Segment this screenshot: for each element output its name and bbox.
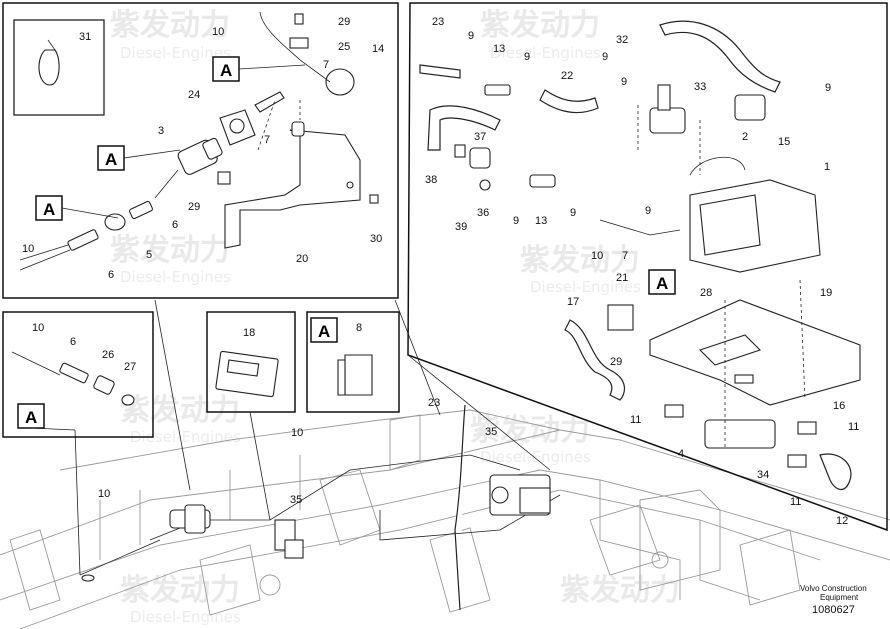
svg-text:16: 16 <box>833 400 845 412</box>
svg-text:29: 29 <box>610 356 622 368</box>
svg-text:9: 9 <box>468 30 474 42</box>
svg-text:11: 11 <box>848 421 859 433</box>
svg-text:10: 10 <box>22 243 34 255</box>
svg-text:A: A <box>318 322 330 341</box>
svg-text:36: 36 <box>477 207 489 219</box>
svg-text:紫发动力: 紫发动力 <box>110 233 230 268</box>
installed-assembly <box>74 404 561 611</box>
svg-text:9: 9 <box>621 76 627 88</box>
svg-text:23: 23 <box>428 397 440 409</box>
svg-text:29: 29 <box>338 16 350 28</box>
svg-text:38: 38 <box>425 174 437 186</box>
svg-text:21: 21 <box>616 272 628 284</box>
svg-text:28: 28 <box>700 287 712 299</box>
svg-text:7: 7 <box>622 250 628 262</box>
svg-text:13: 13 <box>493 43 505 55</box>
svg-text:Diesel-Engines: Diesel-Engines <box>530 278 641 296</box>
svg-text:7: 7 <box>264 134 270 146</box>
labels-top-left: 31 10 29 25 7 14 24 3 7 A A A 29 6 10 6 … <box>22 16 384 281</box>
svg-text:紫发动力: 紫发动力 <box>120 573 240 608</box>
footer: Volvo Construction Equipment 1080627 <box>800 584 867 616</box>
svg-text:A: A <box>43 200 55 219</box>
svg-text:Diesel-Engines: Diesel-Engines <box>120 44 231 62</box>
svg-text:9: 9 <box>513 215 519 227</box>
svg-text:8: 8 <box>356 322 362 334</box>
svg-text:11: 11 <box>630 414 641 426</box>
svg-text:7: 7 <box>323 59 329 71</box>
svg-text:1: 1 <box>824 161 830 173</box>
svg-text:A: A <box>656 274 668 293</box>
svg-text:6: 6 <box>172 219 178 231</box>
svg-text:4: 4 <box>678 448 684 460</box>
watermark: 紫发动力 Diesel-Engines 紫发动力 Diesel-Engines … <box>110 8 680 626</box>
svg-text:Volvo Construction: Volvo Construction <box>800 584 867 593</box>
svg-text:10: 10 <box>212 26 224 38</box>
svg-text:10: 10 <box>591 250 603 262</box>
svg-text:34: 34 <box>757 469 769 481</box>
panel-top-left <box>2 2 399 299</box>
panel-right <box>407 2 888 532</box>
svg-text:A: A <box>105 150 117 169</box>
svg-text:29: 29 <box>188 201 200 213</box>
svg-text:23: 23 <box>432 16 444 28</box>
svg-text:Diesel-Engines: Diesel-Engines <box>480 448 591 466</box>
svg-text:19: 19 <box>820 287 832 299</box>
svg-text:9: 9 <box>825 82 831 94</box>
svg-text:30: 30 <box>370 233 382 245</box>
svg-text:12: 12 <box>836 515 848 527</box>
svg-text:13: 13 <box>535 215 547 227</box>
svg-text:31: 31 <box>79 31 91 43</box>
svg-text:Diesel-Engines: Diesel-Engines <box>120 268 231 286</box>
svg-text:紫发动力: 紫发动力 <box>470 413 590 448</box>
svg-text:24: 24 <box>188 89 200 101</box>
svg-text:紫发动力: 紫发动力 <box>120 393 240 428</box>
machine-frame <box>0 409 890 629</box>
svg-text:紫发动力: 紫发动力 <box>560 573 680 608</box>
labels-bottom: 23 10 35 10 35 <box>98 397 497 506</box>
svg-text:35: 35 <box>485 426 497 438</box>
svg-text:27: 27 <box>124 361 136 373</box>
panel-middle-left <box>2 299 441 521</box>
svg-text:14: 14 <box>372 43 384 55</box>
svg-text:32: 32 <box>616 34 628 46</box>
svg-text:Diesel-Engines: Diesel-Engines <box>490 44 601 62</box>
svg-text:22: 22 <box>561 70 573 82</box>
svg-text:6: 6 <box>70 336 76 348</box>
svg-text:6: 6 <box>108 269 114 281</box>
svg-text:9: 9 <box>602 51 608 63</box>
svg-text:37: 37 <box>474 131 486 143</box>
svg-text:20: 20 <box>296 253 308 265</box>
svg-text:18: 18 <box>243 327 255 339</box>
svg-text:紫发动力: 紫发动力 <box>480 8 600 43</box>
svg-text:39: 39 <box>455 221 467 233</box>
svg-text:26: 26 <box>102 349 114 361</box>
svg-text:9: 9 <box>570 207 576 219</box>
svg-text:35: 35 <box>290 494 302 506</box>
svg-text:10: 10 <box>291 427 303 439</box>
svg-text:9: 9 <box>645 205 651 217</box>
labels-right: 23 9 13 9 32 9 22 9 33 9 2 15 37 38 36 3… <box>425 16 859 527</box>
svg-text:Equipment: Equipment <box>820 593 859 602</box>
svg-text:1080627: 1080627 <box>812 604 855 616</box>
svg-text:5: 5 <box>146 249 152 261</box>
svg-text:3: 3 <box>158 125 164 137</box>
svg-text:紫发动力: 紫发动力 <box>110 8 230 43</box>
svg-text:10: 10 <box>32 322 44 334</box>
svg-text:2: 2 <box>742 131 748 143</box>
svg-text:紫发动力: 紫发动力 <box>520 243 640 278</box>
svg-text:A: A <box>220 61 232 80</box>
svg-text:33: 33 <box>694 81 706 93</box>
svg-text:A: A <box>25 408 37 427</box>
svg-text:Diesel-Engines: Diesel-Engines <box>130 608 241 626</box>
svg-text:25: 25 <box>338 41 350 53</box>
svg-text:9: 9 <box>524 51 530 63</box>
svg-text:15: 15 <box>778 136 790 148</box>
svg-text:10: 10 <box>98 488 110 500</box>
labels-middle-left: 10 6 26 27 A 18 A 8 <box>25 322 362 427</box>
svg-text:17: 17 <box>567 296 579 308</box>
svg-text:Diesel-Engines: Diesel-Engines <box>130 428 241 446</box>
svg-text:11: 11 <box>790 496 801 508</box>
